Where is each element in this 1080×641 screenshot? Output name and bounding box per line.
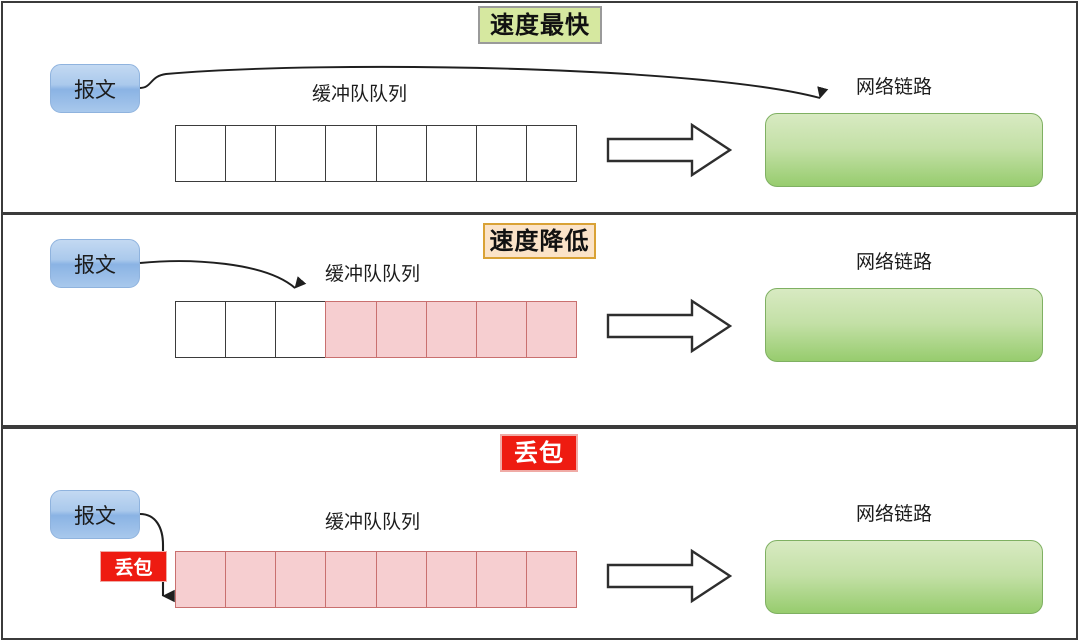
queue-cell-filled	[375, 551, 427, 608]
flow-arrow-panel1	[606, 122, 732, 178]
queue-label-panel3: 缓冲队队列	[325, 511, 421, 533]
queue-cell	[175, 301, 227, 358]
network-link-box-panel3	[765, 540, 1043, 614]
queue-label-panel2: 缓冲队队列	[325, 263, 421, 285]
network-link-label-panel1: 网络链路	[856, 76, 933, 98]
queue-cell-filled	[475, 301, 527, 358]
queue-cell	[275, 125, 327, 182]
queue-cell-filled	[225, 551, 277, 608]
packet-box-panel2: 报文	[50, 239, 140, 288]
buffer-queue-panel1	[175, 125, 577, 182]
queue-cell-filled	[475, 551, 527, 608]
status-chip-drop: 丢包	[500, 434, 578, 472]
packet-box-panel3: 报文	[50, 490, 140, 539]
flow-arrow-panel2	[606, 298, 732, 354]
queue-cell	[325, 125, 377, 182]
status-chip-fast: 速度最快	[478, 6, 602, 44]
queue-cell-filled	[325, 301, 377, 358]
queue-label-panel1: 缓冲队队列	[312, 83, 408, 105]
flow-arrow-panel3	[606, 548, 732, 604]
network-link-label-panel3: 网络链路	[856, 503, 933, 525]
queue-cell	[525, 125, 577, 182]
queue-cell	[175, 125, 227, 182]
buffer-queue-panel2	[175, 301, 577, 358]
network-link-box-panel2	[765, 288, 1043, 362]
queue-cell-filled	[275, 551, 327, 608]
network-link-box-panel1	[765, 113, 1043, 187]
queue-cell	[225, 125, 277, 182]
queue-cell	[425, 125, 477, 182]
queue-cell	[225, 301, 277, 358]
queue-cell	[375, 125, 427, 182]
queue-cell	[275, 301, 327, 358]
status-chip-slow: 速度降低	[483, 223, 596, 259]
network-link-label-panel2: 网络链路	[856, 251, 933, 273]
packet-box-panel1: 报文	[50, 64, 140, 113]
queue-cell-filled	[325, 551, 377, 608]
queue-cell	[475, 125, 527, 182]
buffer-queue-panel3	[175, 551, 577, 608]
queue-cell-filled	[525, 551, 577, 608]
queue-cell-filled	[425, 551, 477, 608]
queue-cell-filled	[525, 301, 577, 358]
queue-cell-filled	[375, 301, 427, 358]
queue-cell-filled	[425, 301, 477, 358]
drop-badge-panel3: 丢包	[100, 551, 167, 582]
queue-cell-filled	[175, 551, 227, 608]
